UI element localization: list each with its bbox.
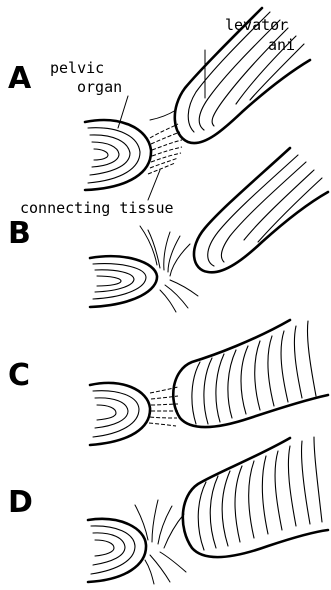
panel-label-a: A <box>8 61 32 96</box>
panel-b: B <box>8 148 328 312</box>
pelvic-organ-shape-b <box>90 256 157 307</box>
levator-ani-shape-b <box>194 148 328 272</box>
panel-d: D <box>8 437 328 584</box>
connecting-tissue-d <box>135 500 186 584</box>
levator-ani-shape-a <box>175 8 310 143</box>
pelvic-organ-shape-c <box>90 383 150 445</box>
panel-label-d: D <box>8 485 33 520</box>
panel-a: A pelvic organ levator ani <box>8 8 310 190</box>
connecting-tissue-b <box>140 226 198 312</box>
connecting-tissue-label: connecting tissue <box>20 199 174 217</box>
levator-ani-shape-c <box>173 320 328 427</box>
panel-label-b: B <box>8 216 31 251</box>
connecting-tissue-pointer <box>148 170 160 200</box>
pelvic-organ-label-line2: organ <box>77 78 122 96</box>
panel-label-c: C <box>8 358 30 393</box>
pelvic-organ-label-line1: pelvic <box>50 59 104 77</box>
pelvic-organ-shape-d <box>88 519 146 582</box>
connecting-tissue-a <box>148 110 182 174</box>
pelvic-organ-shape-a <box>85 120 151 190</box>
panel-c: C <box>8 320 328 445</box>
levator-ani-shape-d <box>183 437 328 557</box>
